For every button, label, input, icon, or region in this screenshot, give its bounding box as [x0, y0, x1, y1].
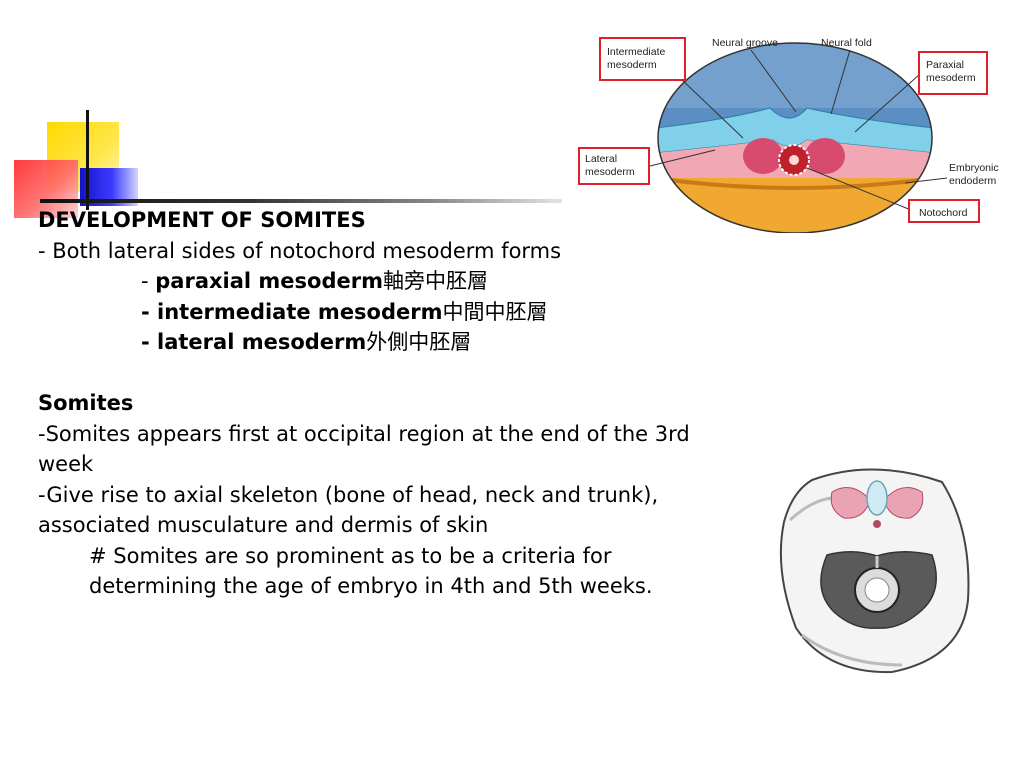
- label-intermediate-1: Intermediate: [607, 46, 666, 58]
- leader-line: [854, 73, 921, 133]
- item-cjk: 軸旁中胚層: [382, 269, 488, 293]
- gut-lumen: [864, 577, 890, 603]
- item-term: paraxial mesoderm: [155, 269, 383, 293]
- embryo-transverse-section-figure: [779, 468, 970, 674]
- embryo-cross-section-figure: Intermediate mesoderm Neural groove Neur…: [578, 37, 999, 233]
- leader-line: [904, 177, 948, 184]
- label-neural-groove: Neural groove: [712, 37, 778, 49]
- label-paraxial-2: mesoderm: [926, 72, 976, 84]
- leader-lines: [649, 49, 948, 211]
- mesoderm-item-paraxial: - paraxial mesoderm軸旁中胚層: [38, 266, 728, 297]
- leader-line: [750, 49, 797, 113]
- label-embryonic-2: endoderm: [949, 175, 997, 187]
- decorative-vertical-line: [86, 110, 89, 210]
- item-prefix: -: [141, 269, 156, 293]
- spacer: [38, 358, 728, 389]
- slide-heading: DEVELOPMENT OF SOMITES: [38, 208, 366, 232]
- endoderm-layer: [658, 176, 932, 190]
- leader-line: [649, 149, 716, 167]
- mesoderm-item-intermediate: - intermediate mesoderm中間中胚層: [38, 297, 728, 328]
- label-paraxial-1: Paraxial: [926, 59, 964, 71]
- paraxial-mesoderm-left: [743, 138, 783, 174]
- label-intermediate-2: mesoderm: [607, 59, 657, 71]
- label-box-lateral: [578, 147, 650, 185]
- leader-line: [830, 49, 851, 115]
- label-lateral-1: Lateral: [585, 153, 617, 165]
- somite-right: [883, 487, 924, 519]
- label-lateral-2: mesoderm: [585, 166, 635, 178]
- neural-tube: [866, 480, 888, 516]
- label-box-notochord: [908, 199, 980, 223]
- body-shading-bottom: [801, 633, 903, 667]
- somites-line-1: -Somites appears first at occipital regi…: [38, 421, 690, 477]
- somites-heading: Somites: [38, 391, 134, 415]
- label-neural-fold: Neural fold: [821, 37, 872, 49]
- label-box-paraxial: [918, 51, 988, 95]
- leader-line: [679, 77, 744, 139]
- item-term: - lateral mesoderm: [141, 330, 367, 354]
- slide-body: DEVELOPMENT OF SOMITES - Both lateral si…: [38, 205, 728, 602]
- leader-line: [806, 167, 912, 211]
- body-shading: [788, 496, 833, 522]
- paraxial-mesoderm-right: [805, 138, 845, 174]
- notochord-center: [789, 155, 799, 165]
- embryo-outline: [657, 42, 933, 233]
- intro-line: - Both lateral sides of notochord mesode…: [38, 238, 562, 263]
- label-notochord: Notochord: [919, 207, 968, 219]
- mesoderm-item-lateral: - lateral mesoderm外側中胚層: [38, 327, 728, 358]
- item-cjk: 外側中胚層: [366, 330, 472, 354]
- item-term: - intermediate mesoderm: [141, 299, 443, 324]
- decorative-red-square: [14, 160, 78, 218]
- somite-left: [830, 487, 871, 519]
- somites-note: # Somites are so prominent as to be a cr…: [89, 543, 653, 599]
- notochord-dot: [873, 520, 881, 528]
- item-cjk: 中間中胚層: [442, 299, 548, 324]
- label-embryonic-1: Embryonic: [949, 162, 999, 174]
- title-underline: [40, 199, 562, 203]
- somites-line-2: -Give rise to axial skeleton (bone of he…: [38, 482, 659, 538]
- label-box-intermediate: [599, 37, 686, 81]
